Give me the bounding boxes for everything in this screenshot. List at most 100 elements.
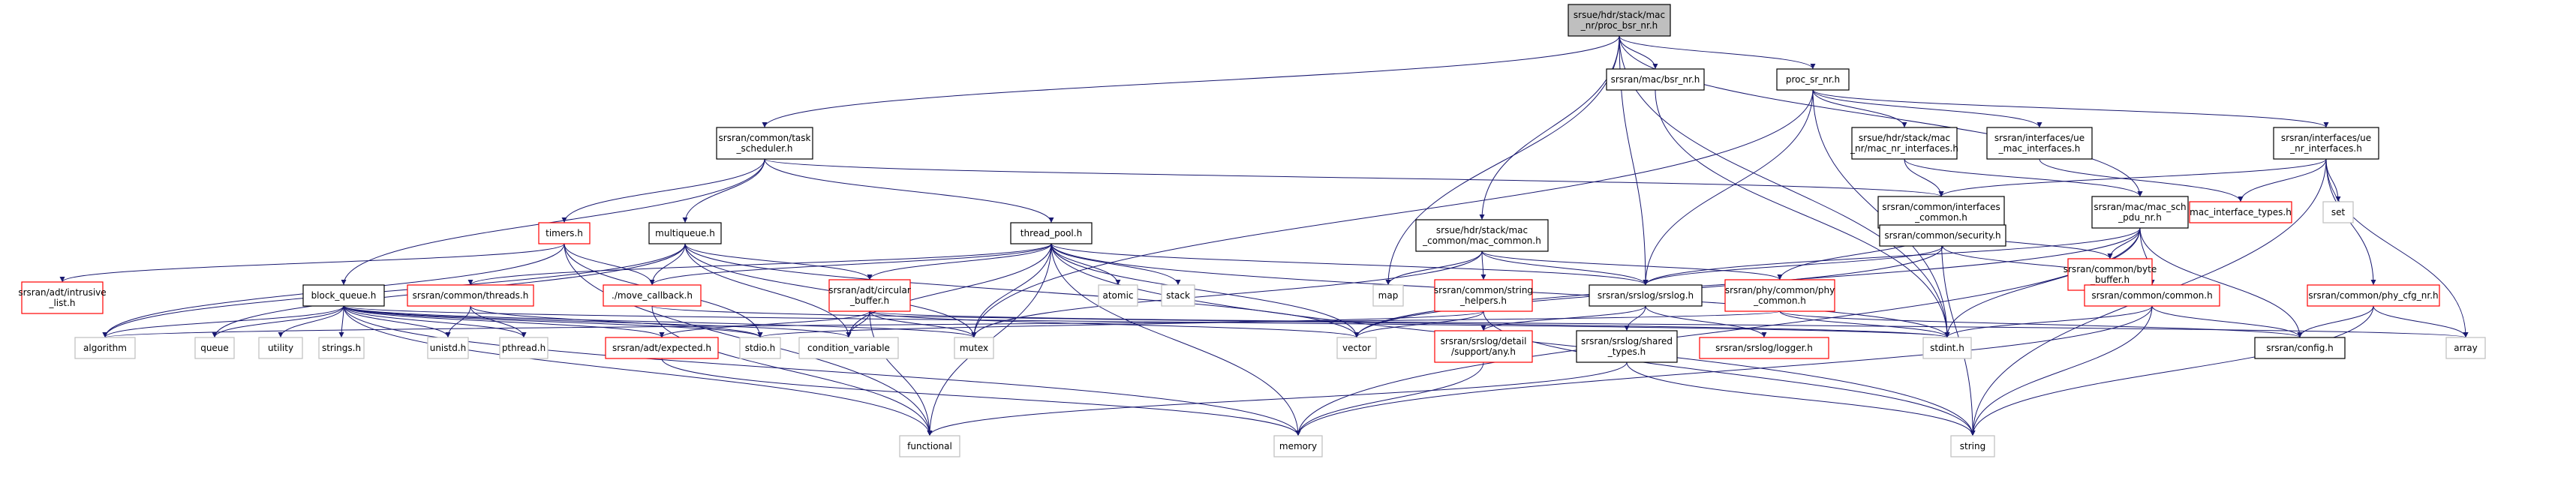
edge-block_queue-to-unistd (343, 305, 451, 338)
node-expected[interactable]: srsran/adt/expected.h (605, 337, 719, 359)
node-box (2307, 284, 2440, 307)
node-label: stdio.h (745, 343, 775, 353)
edge-block_queue-to-stdint (343, 305, 1949, 338)
node-timers[interactable]: timers.h (538, 222, 591, 244)
node-box (1986, 127, 2093, 160)
node-str_helpers[interactable]: srsran/common/string_helpers.h (1434, 279, 1533, 312)
node-label: _nr/proc_bsr_nr.h (1580, 20, 1658, 31)
node-mac_sch[interactable]: srsran/mac/mac_sch_pdu_nr.h (2091, 196, 2189, 229)
edge-block_queue-to-stdio (343, 305, 763, 338)
node-label: algorithm (83, 343, 127, 353)
node-proc_sr[interactable]: proc_sr_nr.h (1776, 68, 1850, 91)
node-ue_nr_if[interactable]: srsran/interfaces/ue_nr_interfaces.h (2273, 127, 2379, 160)
node-label: _scheduler.h (735, 143, 792, 154)
node-intrusive[interactable]: srsran/adt/intrusive_list.h (18, 281, 107, 314)
node-multiqueue[interactable]: multiqueue.h (648, 222, 722, 244)
node-label: _buffer.h (849, 296, 889, 306)
node-shared_types[interactable]: srsran/srslog/shared_types.h (1576, 330, 1678, 363)
edge-phy_common-to-config (1779, 310, 2303, 338)
node-box (2189, 201, 2292, 224)
node-label: thread_pool.h (1020, 228, 1082, 238)
node-box (1010, 222, 1093, 244)
node-label: unistd.h (430, 343, 467, 353)
node-box (899, 435, 960, 458)
edge-root-to-mac_common (1479, 35, 1620, 220)
node-label: srsran/common/threads.h (413, 290, 529, 301)
edge-ue_nr_if-to-array (2325, 158, 2469, 338)
node-box (605, 337, 719, 359)
edge-mac_sch-to-stdint (1944, 227, 2141, 338)
node-box (954, 337, 994, 359)
node-block_queue[interactable]: block_queue.h (302, 284, 385, 307)
edge-phy_cfg-to-config (2297, 305, 2374, 338)
edge-proc_sr-to-ue_mac_nr_if (1812, 89, 1907, 128)
node-mac_bsr[interactable]: srsran/mac/bsr_nr.h (1606, 68, 1705, 91)
node-label: array (2454, 343, 2477, 353)
node-config[interactable]: srsran/config.h (2254, 337, 2346, 359)
edge-proc_sr-to-srslog (1643, 89, 1814, 286)
header-nodes: srsue/hdr/stack/mac_nr/proc_bsr_nr.hsrsr… (18, 4, 2486, 458)
node-ue_mac_nr_if[interactable]: srsue/hdr/stack/mac_nr/mac_nr_interfaces… (1850, 127, 1958, 160)
node-security[interactable]: srsran/common/security.h (1879, 224, 2006, 247)
edge-detail_any-to-memory (1295, 362, 1484, 436)
node-label: srsran/common/string (1434, 285, 1533, 296)
edge-block_queue-to-functional (343, 305, 933, 436)
edge-threads-to-unistd (445, 305, 471, 338)
edge-str_helpers-to-stdio (757, 310, 1484, 338)
node-label: functional (907, 441, 952, 452)
node-label: srsran/common/phy_cfg_nr.h (2308, 290, 2438, 301)
node-box (1606, 68, 1705, 91)
edge-root-to-task_sched (762, 35, 1620, 128)
node-label: atomic (1102, 290, 1133, 301)
node-mac_if_types[interactable]: mac_interface_types.h (2189, 201, 2292, 224)
node-memory: memory (1273, 435, 1323, 458)
edge-mac_sch-to-byte_buffer (2107, 227, 2141, 260)
edge-proc_sr-to-ue_nr_if (1812, 89, 2329, 128)
edge-thread_pool-to-threads (467, 243, 1052, 286)
node-box (1724, 279, 1835, 312)
node-ue_mac_if[interactable]: srsran/interfaces/ue_mac_interfaces.h (1986, 127, 2093, 160)
node-box (1776, 68, 1850, 91)
edge-multiqueue-to-vector (684, 243, 1360, 338)
edge-task_sched-to-multiqueue (682, 158, 765, 224)
node-mac_common[interactable]: srsue/hdr/stack/mac_common/mac_common.h (1415, 219, 1549, 252)
node-label: srsran/config.h (2266, 343, 2334, 353)
node-unistd: unistd.h (427, 337, 469, 359)
node-circ_buf[interactable]: srsran/adt/circular_buffer.h (828, 279, 911, 312)
node-box (1576, 330, 1678, 363)
node-logger[interactable]: srsran/srslog/logger.h (1699, 337, 1829, 359)
edge-mac_common-to-srslog (1481, 250, 1649, 286)
node-thread_pool[interactable]: thread_pool.h (1010, 222, 1093, 244)
node-label: mac_interface_types.h (2190, 207, 2292, 218)
node-box (318, 337, 365, 359)
node-common_if[interactable]: srsran/common/interfaces_common.h (1877, 196, 2005, 229)
node-label: srsran/adt/intrusive (18, 287, 106, 298)
node-threads[interactable]: srsran/common/threads.h (407, 284, 534, 307)
edge-thread_pool-to-memory (1051, 243, 1301, 436)
node-root[interactable]: srsue/hdr/stack/mac_nr/proc_bsr_nr.h (1568, 4, 1671, 37)
node-label: srsue/hdr/stack/mac (1574, 10, 1665, 20)
node-array: array (2445, 337, 2486, 359)
node-box (1336, 337, 1377, 359)
node-label: multiqueue.h (655, 228, 715, 238)
node-label: srsran/srslog/srslog.h (1598, 290, 1694, 301)
node-srslog[interactable]: srsran/srslog/srslog.h (1589, 284, 1703, 307)
node-common[interactable]: srsran/common/common.h (2084, 284, 2220, 307)
node-box (1434, 330, 1533, 363)
edge-str_helpers-to-string (1483, 310, 1976, 436)
node-move_cb[interactable]: ./move_callback.h (603, 284, 702, 307)
edge-thread_pool-to-vector (1051, 243, 1360, 338)
node-label: srsran/interfaces/ue (2281, 133, 2371, 143)
node-label: queue (200, 343, 229, 353)
edge-phy_common-to-stdint (1779, 310, 1950, 338)
node-phy_common[interactable]: srsran/phy/common/phy_common.h (1724, 279, 1835, 312)
node-box (1699, 337, 1829, 359)
node-label: srsran/srslog/shared (1581, 336, 1673, 346)
node-phy_cfg[interactable]: srsran/common/phy_cfg_nr.h (2307, 284, 2440, 307)
edge-thread_pool-to-mutex (971, 243, 1052, 338)
node-box (2273, 127, 2379, 160)
node-detail_any[interactable]: srsran/srslog/detail/support/any.h (1434, 330, 1533, 363)
node-task_sched[interactable]: srsran/common/task_scheduler.h (716, 127, 813, 160)
edge-block_queue-to-strings (338, 305, 344, 338)
